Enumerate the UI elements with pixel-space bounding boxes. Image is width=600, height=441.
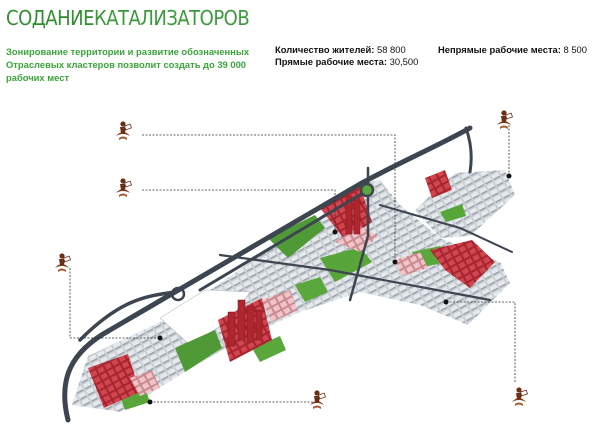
direct-jobs-value: 30,500	[389, 56, 419, 67]
main-avenue	[198, 188, 370, 292]
residents-value: 58 800	[377, 44, 406, 55]
callout-dots	[147, 173, 512, 405]
page-title: СОДАНИЕКАТАЛИЗАТОРОВ	[6, 6, 250, 30]
indirect-jobs-value: 8 500	[563, 44, 587, 55]
stats-secondary: Непрямые рабочие места: 8 500	[438, 44, 587, 56]
worker-icon	[54, 252, 71, 273]
stats-primary: Количество жителей: 58 800 Прямые рабочи…	[275, 44, 418, 68]
lead-line: рабочих мест	[6, 72, 70, 83]
residents-stat: Количество жителей: 58 800	[275, 44, 418, 56]
title-part2: КАТАЛИЗАТОРОВ	[93, 6, 250, 30]
residents-label: Количество жителей:	[275, 44, 375, 55]
park	[175, 330, 222, 372]
roundabout	[359, 182, 375, 198]
cluster-east	[430, 240, 495, 288]
cluster-east-pink	[395, 252, 428, 276]
callout-lines	[69, 125, 516, 403]
highway-northeast	[464, 126, 473, 174]
road-south-east	[218, 253, 492, 302]
indirect-jobs-stat: Непрямые рабочие места: 8 500	[438, 44, 587, 56]
lead-line: Отраслевых кластеров позволит создать до…	[6, 59, 247, 70]
road-network	[62, 125, 513, 423]
worker-icon	[115, 177, 132, 198]
worker-icon	[309, 389, 326, 410]
cluster-south-pink	[130, 370, 160, 396]
park	[320, 247, 372, 282]
worker-icon	[511, 386, 528, 407]
cluster-center-pink	[262, 290, 298, 322]
park	[252, 336, 286, 362]
tower-group	[227, 195, 361, 347]
interchange	[170, 286, 186, 302]
worker-icon	[115, 121, 132, 141]
indirect-jobs-label: Непрямые рабочие места:	[438, 44, 561, 55]
direct-jobs-stat: Прямые рабочие места: 30,500	[275, 56, 418, 68]
cluster-south	[88, 354, 140, 408]
worker-icon	[496, 110, 513, 130]
road-east	[379, 204, 513, 253]
park	[440, 204, 466, 222]
lead-text: Зонирование территории и развитие обозна…	[6, 45, 276, 84]
highway-branch	[78, 290, 177, 342]
lead-line: Зонирование территории и развитие обозна…	[6, 46, 250, 57]
title-part1: СОДАНИЕ	[6, 6, 94, 30]
park	[295, 277, 328, 302]
cluster-upper	[425, 170, 452, 198]
highway	[62, 125, 473, 423]
direct-jobs-label: Прямые рабочие места:	[275, 56, 387, 67]
